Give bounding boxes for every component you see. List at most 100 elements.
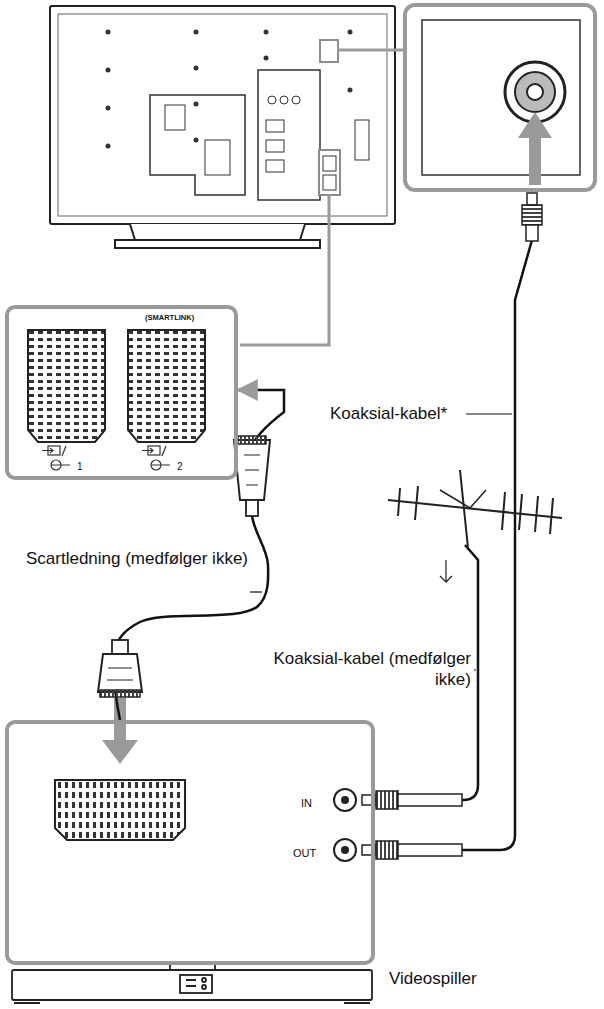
mounting-hole [194, 138, 199, 143]
input-symbol [142, 448, 153, 453]
tv-back [50, 6, 395, 224]
mounting-hole [348, 88, 353, 93]
tv-back [320, 40, 338, 62]
tv-back [58, 14, 387, 216]
scart-plug [244, 455, 260, 485]
insert-arrow [102, 698, 138, 764]
leader-line [466, 413, 512, 414]
mounting-hole [264, 30, 269, 35]
video-player-body [180, 975, 212, 993]
mounting-hole [106, 30, 111, 35]
connector-panel: (SMARTLINK) 1 2 [5, 305, 238, 480]
antenna-socket-inset [527, 84, 543, 100]
port-number: 2 [177, 461, 183, 472]
scart-plug [100, 690, 140, 697]
insert-arrow [102, 112, 552, 764]
mounting-hole [194, 66, 199, 71]
cable-label: Koaksial-kabel (medfølger ikke) [265, 648, 471, 691]
coaxial-plug [527, 193, 537, 205]
video-player-body [202, 985, 206, 989]
coaxial-plug [398, 844, 462, 856]
tv-back [323, 175, 336, 190]
av-socket [334, 789, 356, 861]
insert-arrow [518, 112, 552, 185]
tv-back [115, 240, 320, 248]
leader-line [250, 591, 262, 592]
antenna [440, 560, 452, 582]
cable-label: Scartledning (medfølger ikke) [8, 548, 248, 569]
input-symbol [42, 448, 53, 453]
tv-back [323, 156, 336, 171]
antenna [398, 486, 553, 534]
leader-line [240, 50, 405, 345]
scart-plug [112, 640, 128, 654]
tv-back [266, 120, 284, 132]
av-socket [334, 839, 356, 861]
coaxial-plug [398, 794, 462, 806]
video-player-panel: INOUTVideospiller [5, 720, 375, 965]
mounting-hole [106, 144, 111, 149]
antenna-socket-inset [405, 5, 595, 190]
video-player-body [12, 970, 372, 1000]
av-socket [334, 789, 356, 811]
tv-back [292, 96, 300, 104]
mounting-hole [106, 30, 353, 149]
mounting-hole [194, 30, 199, 35]
coaxial-plug [362, 193, 542, 859]
scart-plug [107, 668, 133, 680]
leader-line [240, 195, 329, 345]
coaxial-plug [376, 791, 398, 809]
port-label: (SMARTLINK) [145, 314, 194, 322]
mounting-hole [106, 106, 111, 111]
video-player-body [14, 1002, 370, 1004]
antenna [460, 470, 468, 548]
coaxial-cable [462, 240, 532, 850]
scart-socket [55, 780, 185, 840]
tv-back [258, 70, 320, 200]
coaxial-cable [462, 240, 532, 850]
mounting-hole [348, 30, 353, 35]
tv-back [205, 140, 230, 175]
tv-back [50, 6, 395, 248]
tv-back [319, 150, 340, 195]
video-player-body [12, 965, 372, 1003]
av-socket [341, 796, 349, 804]
tv-back [268, 96, 276, 104]
device-label: Videospiller [389, 970, 477, 989]
scart-plug [234, 440, 270, 500]
av-socket [341, 846, 349, 854]
antenna-socket-inset [422, 20, 580, 175]
tv-back [150, 95, 245, 195]
input-symbol [162, 446, 166, 456]
leader-line [474, 669, 476, 670]
tv-back [130, 224, 305, 240]
socket-label: OUT [293, 847, 316, 859]
antenna-socket-inset [405, 5, 595, 190]
coaxial-plug [522, 205, 542, 225]
leader-line [338, 49, 405, 52]
tv-back [355, 120, 369, 160]
coaxial-plug [376, 841, 398, 859]
socket-label: IN [301, 797, 312, 809]
mounting-hole [194, 102, 199, 107]
scart-socket [28, 330, 105, 442]
port-number: 1 [77, 461, 83, 472]
video-player-body [202, 978, 206, 982]
input-symbol [62, 446, 66, 456]
scart-socket [128, 330, 205, 442]
tv-back [266, 140, 284, 152]
antenna [440, 490, 486, 508]
scart-plug [246, 500, 258, 516]
tv-back [165, 105, 185, 130]
coaxial-plug [526, 225, 538, 241]
video-player-body [186, 980, 196, 986]
tv-back [280, 96, 288, 104]
scart-socket [28, 330, 205, 840]
input-symbol [51, 464, 70, 465]
input-symbol [151, 464, 170, 465]
input-symbol [42, 446, 170, 470]
cable-label: Koaksial-kabel* [330, 403, 465, 424]
scart-plug [98, 654, 142, 692]
